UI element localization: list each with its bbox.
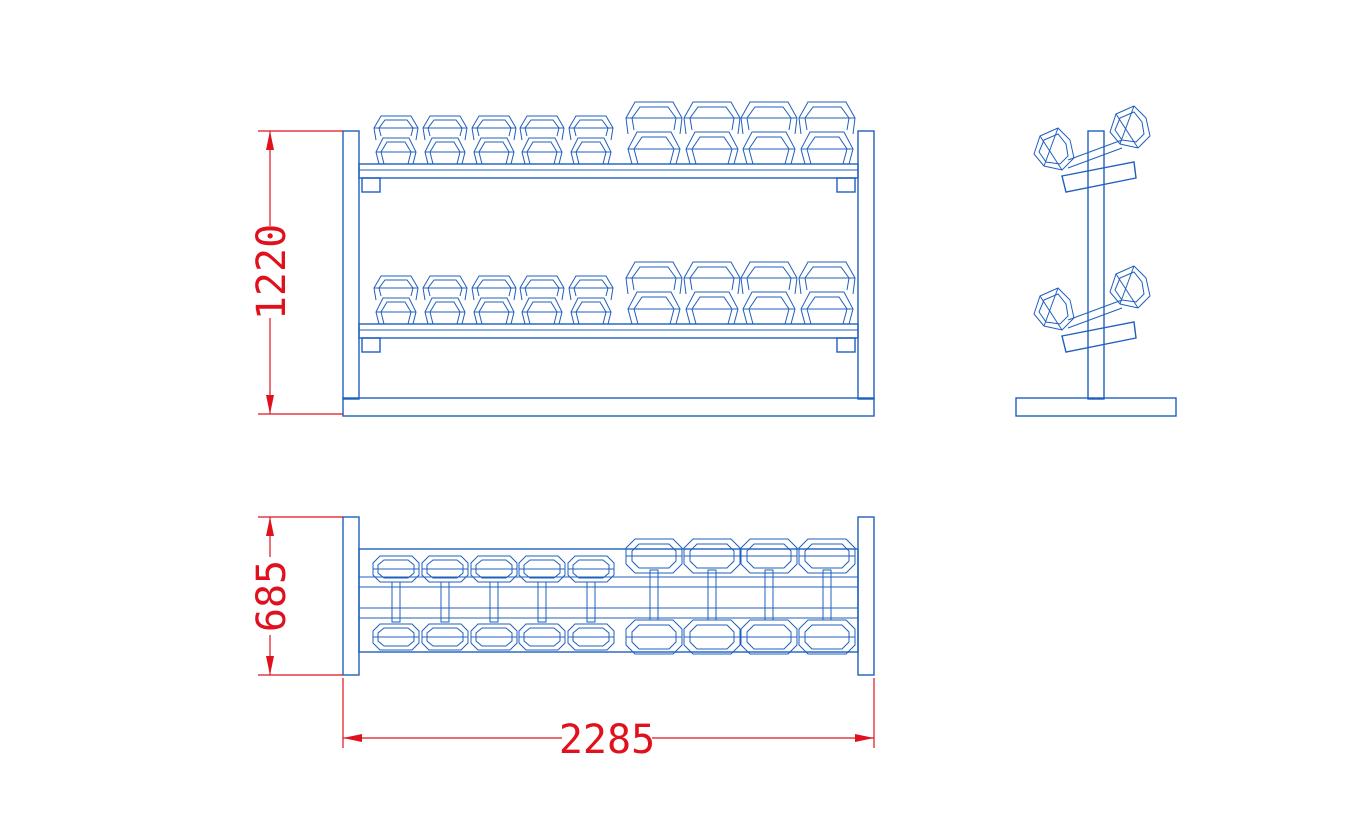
front-dumbbell-tier1-4 (519, 115, 565, 165)
top-dumbbell-9 (798, 538, 856, 655)
upper-tier (358, 163, 859, 193)
front-dumbbell-tier1-8 (740, 101, 798, 165)
front-dumbbell-tier1-6 (625, 101, 683, 165)
top-dumbbell-7 (683, 538, 741, 655)
depth-dimension-label: 685 (249, 560, 295, 632)
base-beam (342, 397, 875, 417)
side-upper-shelf (1033, 105, 1151, 193)
front-dumbbell-tier1-1 (373, 115, 419, 165)
front-dumbbell-tier1-2 (422, 115, 468, 165)
front-dumbbell-tier1-9 (798, 101, 856, 165)
front-dumbbell-tier2-9 (798, 261, 856, 325)
top-right-upright (857, 516, 875, 676)
top-dumbbell-8 (740, 538, 798, 655)
top-dumbbell-6 (625, 538, 683, 655)
lower-tier (358, 323, 859, 353)
top-dumbbell-5 (567, 555, 615, 651)
top-shelf-outline (358, 548, 859, 653)
front-dumbbell-tier2-8 (740, 261, 798, 325)
top-dumbbells (372, 538, 856, 655)
side-view (1015, 105, 1177, 417)
front-dumbbell-tier2-4 (519, 275, 565, 325)
height-dimension-label: 1220 (249, 224, 295, 320)
width-dimension-label: 2285 (559, 717, 655, 763)
front-dumbbell-tier2-3 (471, 275, 517, 325)
side-dumbbell-lower-front (1033, 287, 1075, 331)
dimension-height: 1220 (249, 130, 343, 415)
front-dumbbells (373, 101, 856, 325)
front-dumbbell-tier2-5 (568, 275, 614, 325)
top-left-upright (342, 516, 360, 676)
top-dumbbell-4 (518, 555, 566, 651)
left-upright (342, 130, 360, 400)
front-dumbbell-tier2-6 (625, 261, 683, 325)
front-dumbbell-tier2-7 (683, 261, 741, 325)
top-dumbbell-3 (470, 555, 518, 651)
right-upright (857, 130, 875, 400)
top-dumbbell-2 (421, 555, 469, 651)
top-dumbbell-1 (372, 555, 420, 651)
front-dumbbell-tier2-2 (422, 275, 468, 325)
front-dumbbell-tier2-1 (373, 275, 419, 325)
front-dumbbell-tier1-3 (471, 115, 517, 165)
side-dumbbell-upper-front (1033, 127, 1075, 171)
top-view (342, 516, 875, 676)
front-dumbbell-tier1-7 (683, 101, 741, 165)
side-lower-shelf (1033, 265, 1151, 353)
front-dumbbell-tier1-5 (568, 115, 614, 165)
dimension-width: 2285 (342, 678, 875, 763)
front-view (342, 101, 875, 417)
dimension-depth: 685 (249, 516, 343, 676)
side-base (1015, 397, 1177, 417)
side-upright (1087, 130, 1105, 400)
